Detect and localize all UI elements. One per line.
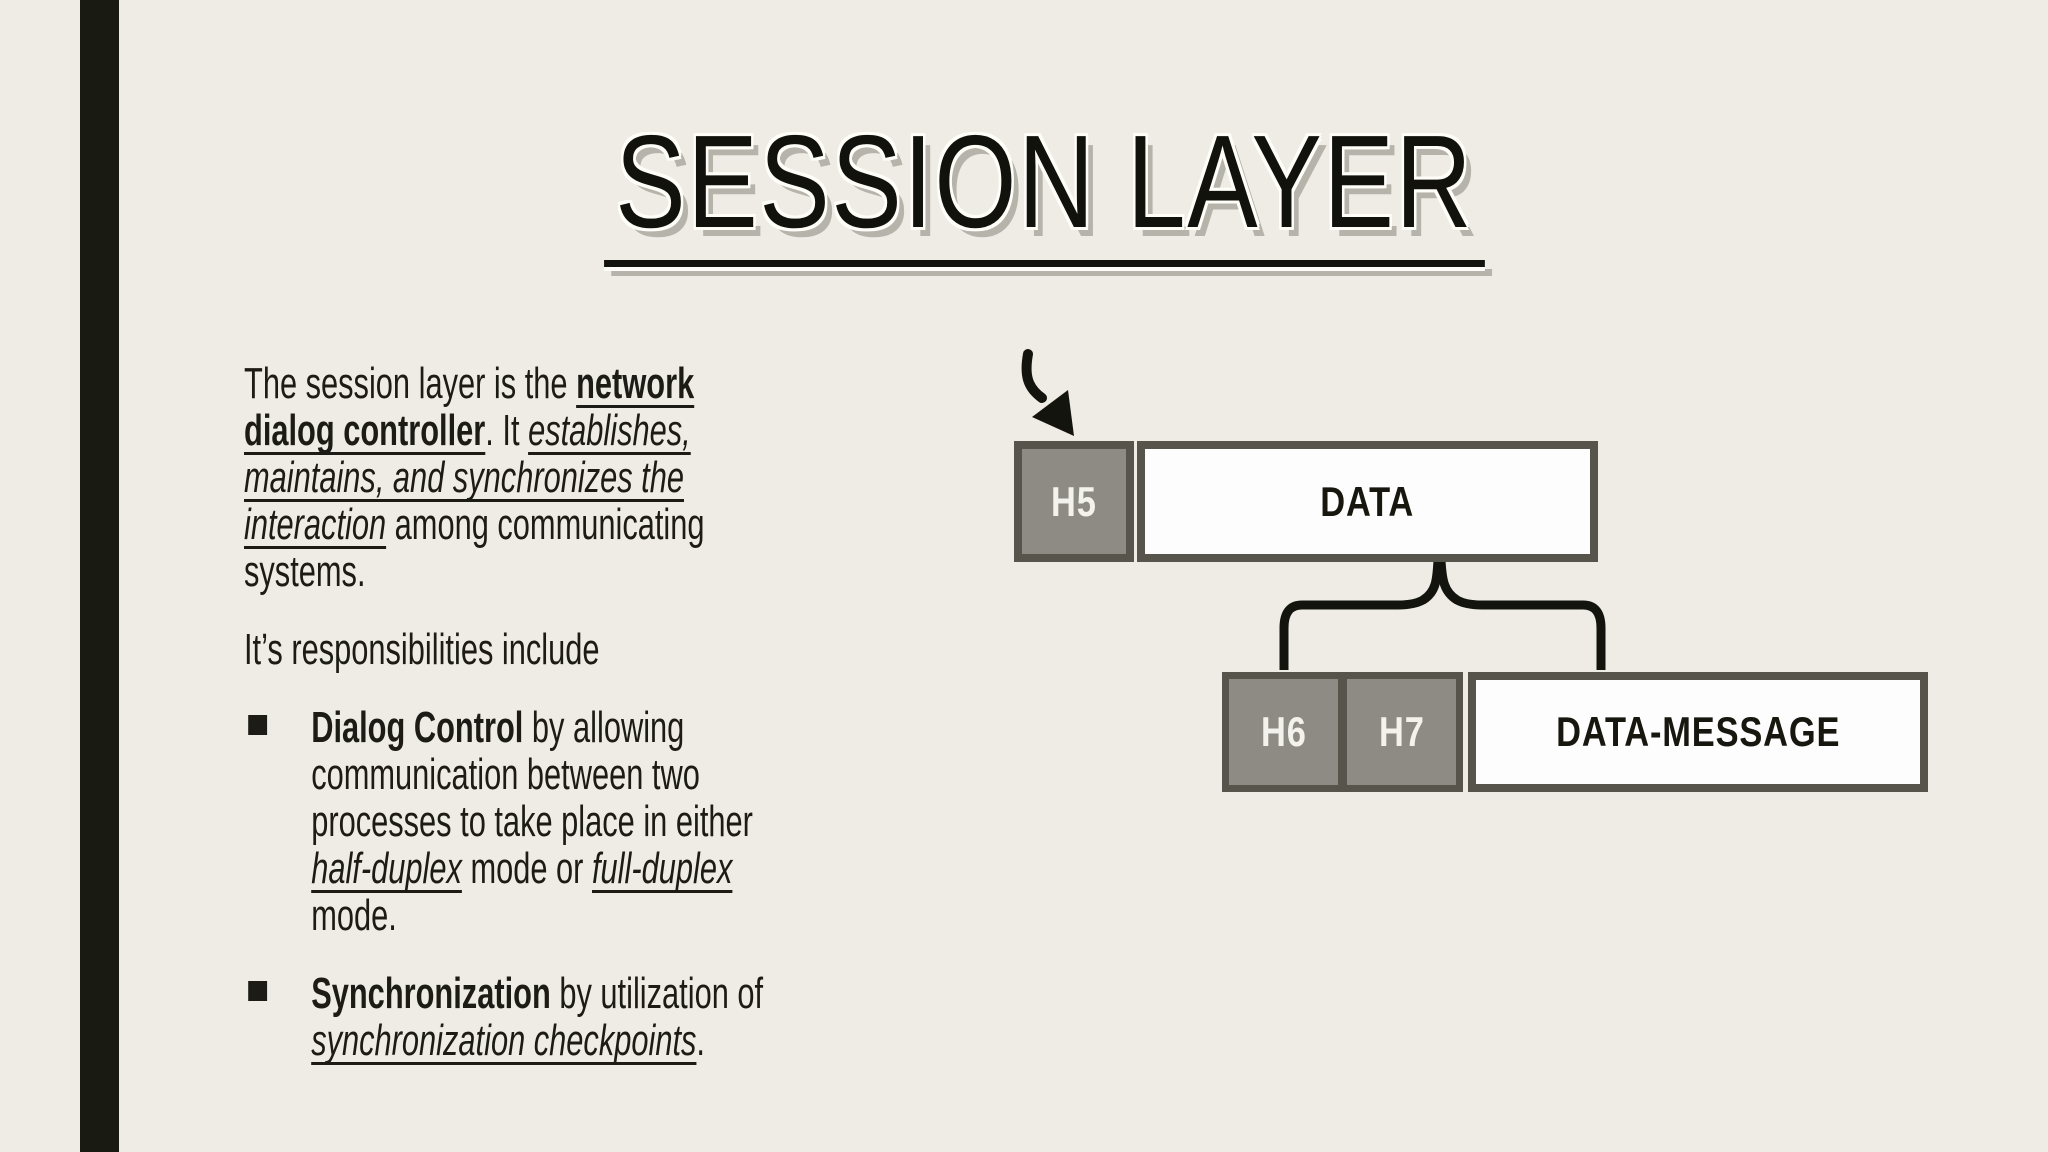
data-box: DATA bbox=[1137, 441, 1598, 562]
body-text: The session layer is the network dialog … bbox=[244, 360, 784, 1095]
h6-box: H6 bbox=[1229, 679, 1338, 785]
responsibilities-heading: It’s responsibilities include bbox=[244, 625, 600, 674]
square-bullet-icon bbox=[248, 981, 268, 1001]
bullet-item-dialog-control: Dialog Control by allowing communication… bbox=[244, 704, 784, 939]
page-title: SESSION LAYER bbox=[614, 108, 1474, 255]
square-bullet-icon bbox=[248, 715, 268, 735]
split-connector-icon bbox=[1279, 559, 1606, 670]
accent-bar bbox=[80, 0, 119, 1152]
h5-label: H5 bbox=[1051, 477, 1097, 525]
data-label: DATA bbox=[1320, 477, 1415, 525]
title-block: SESSION LAYER bbox=[20, 116, 2048, 267]
data-message-label: DATA-MESSAGE bbox=[1555, 708, 1841, 755]
data-message-box: DATA-MESSAGE bbox=[1468, 672, 1928, 792]
bullet-item-synchronization: Synchronization by utilization of synchr… bbox=[244, 970, 784, 1064]
intro-paragraph: The session layer is the network dialog … bbox=[244, 359, 705, 596]
h7-label: H7 bbox=[1378, 708, 1425, 755]
h5-box: H5 bbox=[1014, 441, 1134, 562]
annotation-arrow-icon bbox=[1021, 349, 1074, 436]
h6-label: H6 bbox=[1260, 708, 1307, 755]
h6-h7-group: H6 H7 bbox=[1222, 672, 1463, 792]
h7-box: H7 bbox=[1347, 679, 1456, 785]
bullet-text: Dialog Control by allowing communication… bbox=[311, 703, 753, 940]
title-underline bbox=[603, 260, 1485, 267]
bullet-text: Synchronization by utilization of synchr… bbox=[311, 969, 764, 1065]
bullet-list: Dialog Control by allowing communication… bbox=[244, 704, 784, 1064]
